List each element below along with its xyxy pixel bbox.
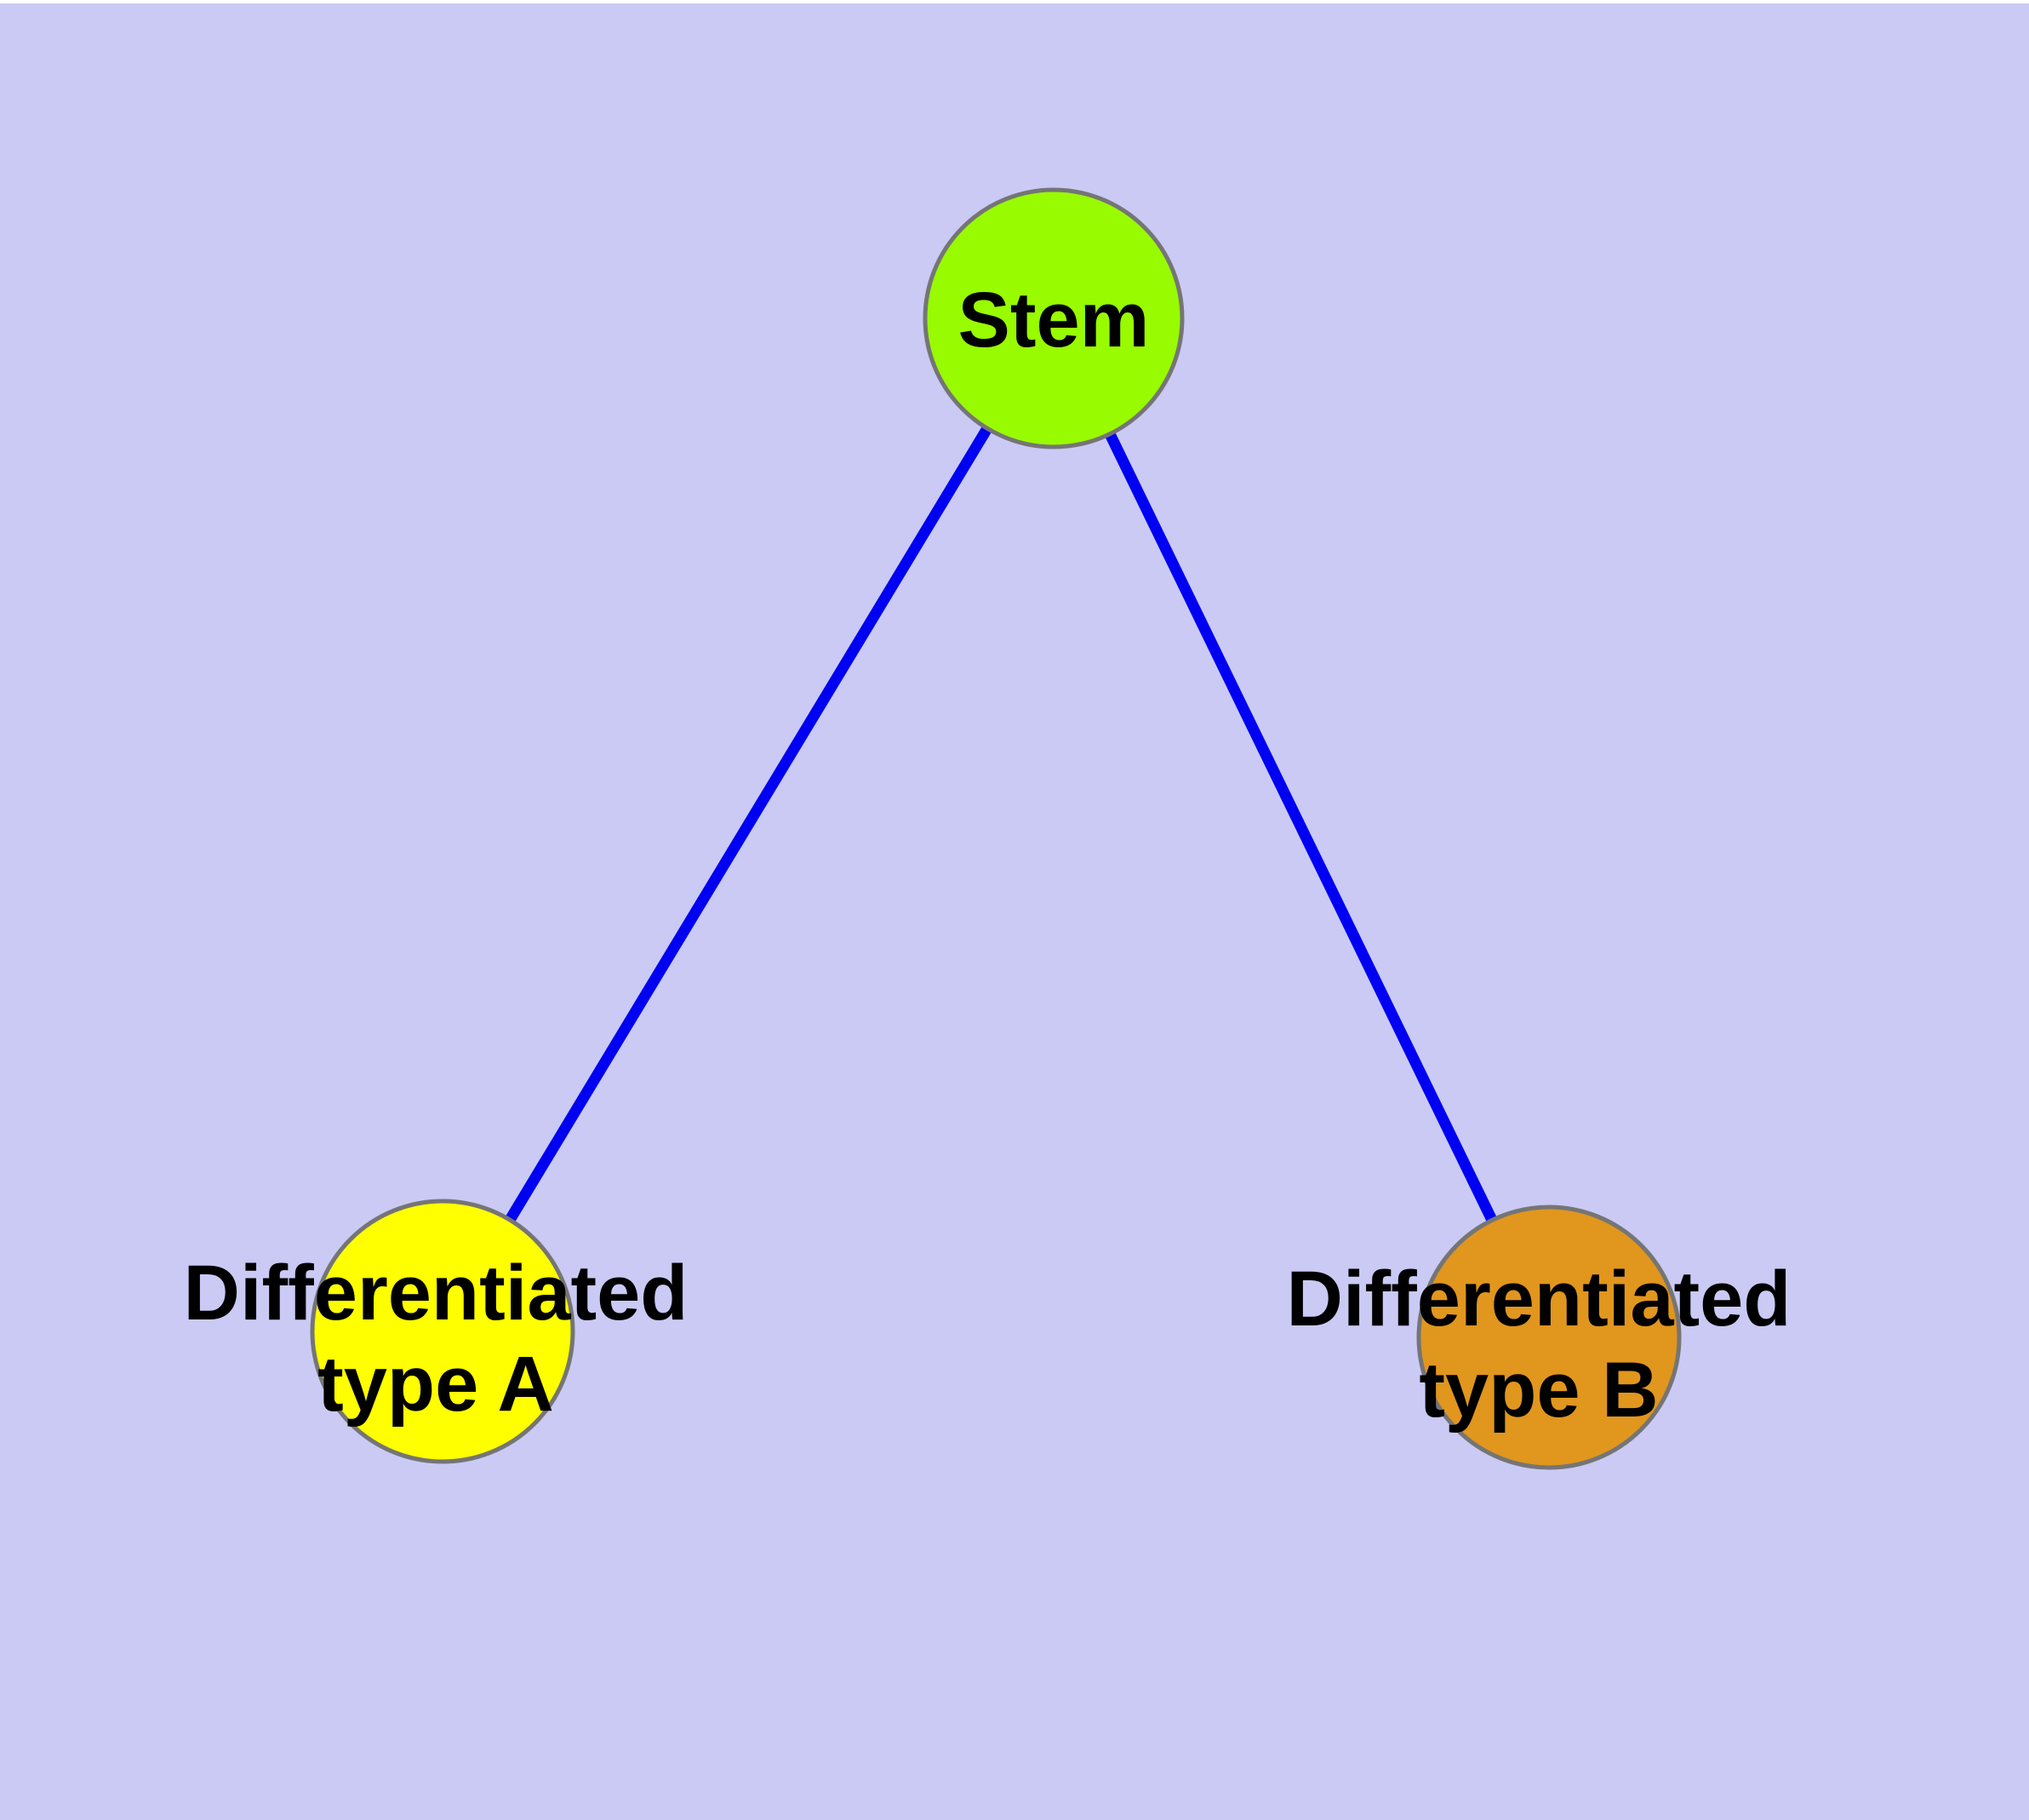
node-type-b-label-line1: Differentiated bbox=[1287, 1256, 1792, 1342]
node-stem-label: Stem bbox=[958, 277, 1150, 363]
edge-stem-to-type-a bbox=[437, 315, 1059, 1335]
node-type-a-label-line2: type A bbox=[317, 1341, 554, 1428]
node-type-b bbox=[1416, 1205, 1682, 1470]
top-margin-strip bbox=[0, 0, 2029, 3]
node-stem bbox=[923, 187, 1185, 449]
node-type-a-label-line1: Differentiated bbox=[184, 1250, 689, 1336]
edge-stem-to-type-b bbox=[1049, 316, 1554, 1340]
node-type-a bbox=[310, 1199, 575, 1464]
node-type-b-label-line2: type B bbox=[1419, 1347, 1658, 1434]
